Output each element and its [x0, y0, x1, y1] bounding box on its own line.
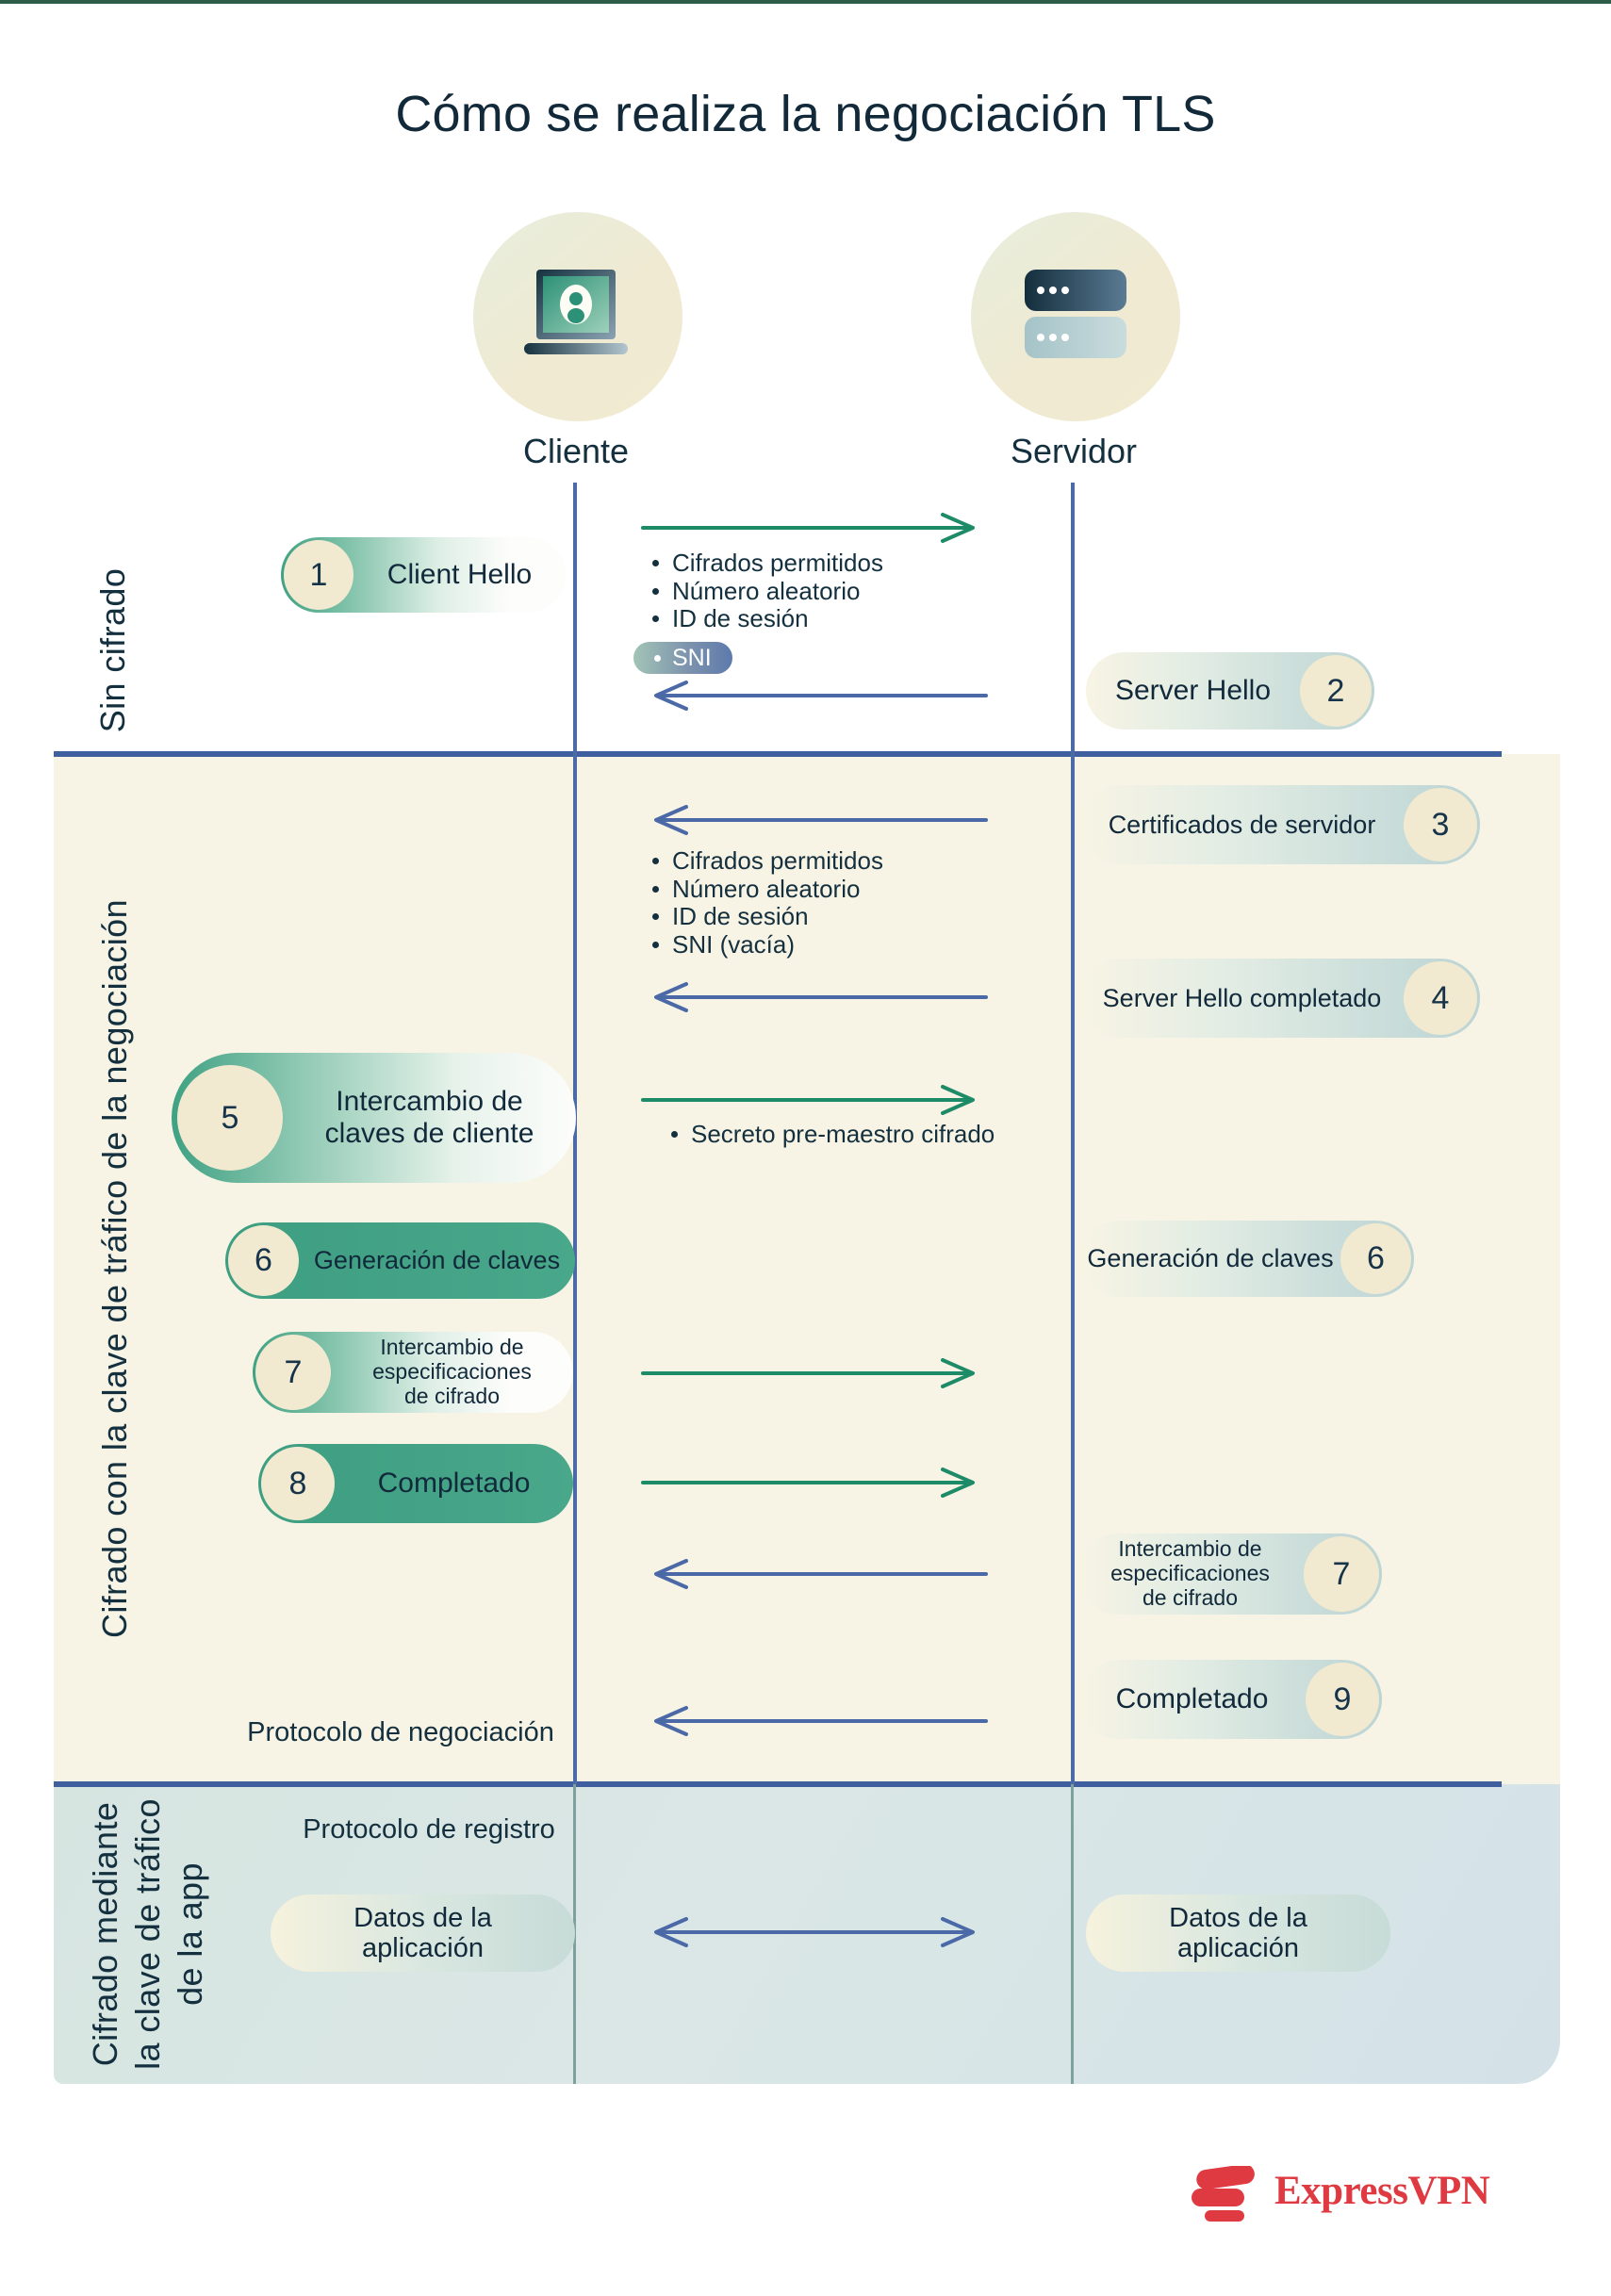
bullet-dot — [652, 615, 659, 622]
step-finished-server: Completado 9 — [1078, 1660, 1382, 1739]
step-change-cipher-server: Intercambio de especificaciones de cifra… — [1077, 1533, 1382, 1615]
arrow-client-hello-right — [641, 513, 975, 543]
brand-wordmark: ExpressVPN — [1274, 2169, 1490, 2213]
client-hello-bullet-3: ID de sesión — [652, 604, 809, 633]
server-lifeline-bottom — [1071, 1784, 1074, 2084]
app-data-client: Datos de la aplicación — [271, 1894, 575, 1972]
arrow-key-exchange-right — [641, 1085, 975, 1115]
arrow-app-data-bidirectional — [654, 1917, 975, 1947]
server-label: Servidor — [1010, 432, 1138, 470]
top-accent-bar — [0, 0, 1611, 4]
section-divider-2 — [54, 1781, 1502, 1787]
handshake-protocol-caption: Protocolo de negociación — [247, 1717, 554, 1747]
server-lifeline — [1071, 483, 1075, 1784]
step-client-key-exchange: 5 Intercambio de claves de cliente — [172, 1053, 576, 1183]
client-avatar — [473, 212, 682, 421]
server-hello-bullet-3: ID de sesión — [652, 902, 809, 931]
expressvpn-logo-icon — [1190, 2164, 1261, 2229]
arrow-server-hello-done-left — [654, 982, 988, 1012]
step-finished-client: 8 Completado — [258, 1444, 573, 1523]
client-label: Cliente — [522, 432, 630, 470]
bullet-dot — [654, 654, 661, 662]
bullet-dot — [652, 942, 659, 948]
step-key-generation-server: Generación de claves 6 — [1080, 1221, 1414, 1297]
bullet-dot — [671, 1131, 678, 1138]
server-stack-icon — [1020, 268, 1131, 367]
laptop-user-icon — [518, 268, 637, 367]
arrow-finished-server-left — [654, 1706, 988, 1736]
step-server-hello: Server Hello 2 — [1086, 652, 1374, 730]
pre-master-bullet: Secreto pre-maestro cifrado — [671, 1120, 995, 1149]
arrow-finished-client-right — [641, 1468, 975, 1498]
bullet-dot — [652, 588, 659, 595]
arrow-change-cipher-server-left — [654, 1559, 988, 1589]
step-server-certificates: Certificados de servidor 3 — [1080, 785, 1480, 864]
bullet-dot — [652, 886, 659, 893]
page-title: Cómo se realiza la negociación TLS — [395, 86, 1216, 142]
client-lifeline — [573, 483, 577, 1784]
server-hello-bullet-1: Cifrados permitidos — [652, 846, 883, 876]
server-hello-bullet-2: Número aleatorio — [652, 875, 860, 904]
record-protocol-caption: Protocolo de registro — [303, 1814, 555, 1845]
bullet-dot — [652, 560, 659, 566]
step-change-cipher-client: 7 Intercambio de especificaciones de cif… — [253, 1332, 573, 1413]
arrow-change-cipher-right — [641, 1358, 975, 1388]
client-hello-bullet-2: Número aleatorio — [652, 577, 860, 606]
server-avatar — [971, 212, 1180, 421]
client-hello-bullet-1: Cifrados permitidos — [652, 549, 883, 578]
bullet-dot — [652, 858, 659, 864]
section-divider-1 — [54, 751, 1502, 757]
step-server-hello-done: Server Hello completado 4 — [1080, 959, 1480, 1038]
step-client-hello: 1 Client Hello — [281, 537, 566, 613]
arrow-certificates-left — [654, 805, 988, 835]
sni-highlight-pill: SNI — [633, 642, 732, 674]
app-data-server: Datos de la aplicación — [1086, 1894, 1390, 1972]
server-hello-bullet-4: SNI (vacía) — [652, 930, 795, 959]
bullet-dot — [652, 913, 659, 920]
step-key-generation-client: 6 Generación de claves — [225, 1222, 575, 1299]
arrow-server-hello-left — [654, 681, 988, 711]
